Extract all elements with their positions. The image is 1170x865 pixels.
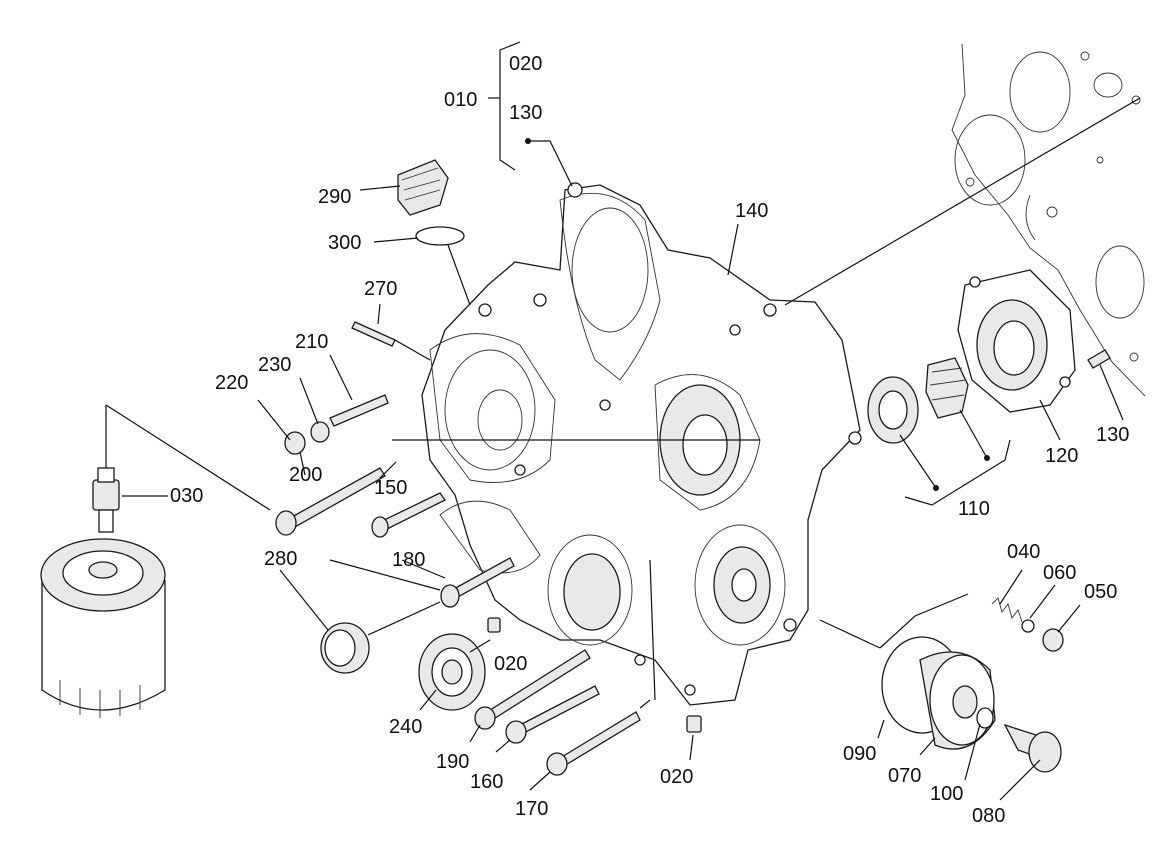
label-140: 140 bbox=[735, 200, 768, 222]
label-240: 240 bbox=[389, 716, 422, 738]
bolt-080 bbox=[1003, 723, 1062, 773]
label-070: 070 bbox=[888, 765, 921, 787]
leader-lines bbox=[105, 41, 1141, 801]
label-030: 030 bbox=[170, 485, 203, 507]
label-120: 120 bbox=[1045, 445, 1078, 467]
bolt-180 bbox=[440, 557, 515, 608]
bolt-210 bbox=[284, 394, 389, 455]
o-ring-100 bbox=[976, 707, 994, 729]
filter-base-070 bbox=[881, 636, 996, 750]
label-230: 230 bbox=[258, 354, 291, 376]
bolt-150 bbox=[371, 492, 446, 538]
label-270: 270 bbox=[364, 278, 397, 300]
label-180: 180 bbox=[392, 549, 425, 571]
oil-filter-cartridge bbox=[40, 538, 166, 718]
label-160: 160 bbox=[470, 771, 503, 793]
o-ring-300 bbox=[415, 226, 465, 246]
label-040: 040 bbox=[1007, 541, 1040, 563]
label-100: 100 bbox=[930, 783, 963, 805]
label-290: 290 bbox=[318, 186, 351, 208]
label-090: 090 bbox=[843, 743, 876, 765]
label-020-bottom: 020 bbox=[660, 766, 693, 788]
label-050: 050 bbox=[1084, 581, 1117, 603]
label-280: 280 bbox=[264, 548, 297, 570]
label-170: 170 bbox=[515, 798, 548, 820]
label-110: 110 bbox=[958, 498, 990, 520]
plug-050 bbox=[1042, 628, 1064, 652]
stud-270 bbox=[351, 321, 396, 347]
label-200: 200 bbox=[289, 464, 322, 486]
label-080: 080 bbox=[972, 805, 1005, 827]
gear-case-body bbox=[421, 182, 862, 706]
ball-060 bbox=[1021, 619, 1035, 633]
bolt-130 bbox=[1087, 349, 1111, 369]
oil-seal-110 bbox=[867, 357, 969, 444]
label-010: 010 bbox=[444, 89, 477, 111]
label-300: 300 bbox=[328, 232, 361, 254]
label-130-right: 130 bbox=[1096, 424, 1129, 446]
nut-220 bbox=[284, 431, 306, 455]
oil-filler-cap bbox=[397, 159, 465, 246]
label-220: 220 bbox=[215, 372, 248, 394]
filter-adapter-nipple bbox=[92, 467, 120, 533]
dowel-020 bbox=[487, 617, 702, 733]
relief-spring-040 bbox=[991, 597, 1023, 623]
cover-120 bbox=[957, 269, 1076, 413]
label-060: 060 bbox=[1043, 562, 1076, 584]
label-150: 150 bbox=[374, 477, 407, 499]
label-020-top: 020 bbox=[509, 53, 542, 75]
label-210: 210 bbox=[295, 331, 328, 353]
plug-280 bbox=[320, 622, 370, 674]
part-labels: 010 020 130 140 290 300 270 210 230 220 … bbox=[170, 53, 1129, 827]
bolt-170 bbox=[546, 711, 641, 776]
gasket-sheet bbox=[951, 43, 1146, 397]
label-020-left: 020 bbox=[494, 653, 527, 675]
label-130-top: 130 bbox=[509, 102, 542, 124]
washer-230 bbox=[310, 421, 330, 443]
label-190: 190 bbox=[436, 751, 469, 773]
bolt-160 bbox=[505, 685, 600, 744]
bolt-200 bbox=[275, 467, 386, 536]
bolt-190 bbox=[474, 649, 591, 730]
